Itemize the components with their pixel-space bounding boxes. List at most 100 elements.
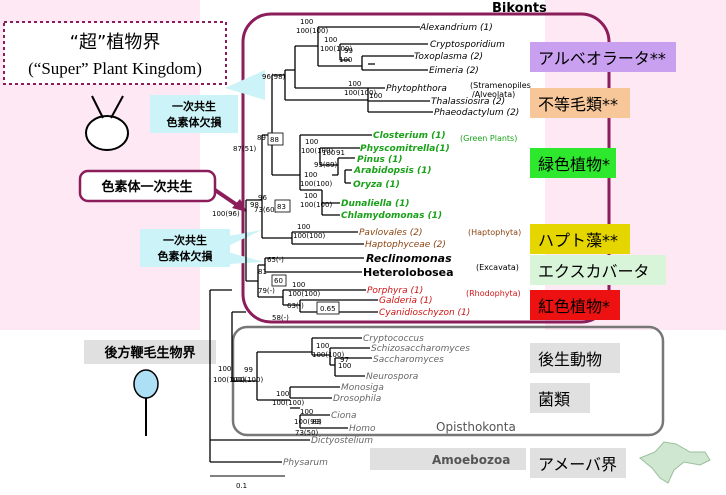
support-value: 93(89) bbox=[314, 161, 338, 169]
support-value: 73(60) bbox=[254, 206, 278, 214]
taxon-cryptosporidium: Cryptosporidium bbox=[430, 40, 505, 50]
amoebozoa-bar bbox=[370, 448, 526, 470]
group-haptophyta-label: ハプト藻** bbox=[538, 231, 618, 250]
support-value: 100(100) bbox=[320, 45, 352, 53]
support-value: 100(96) bbox=[212, 210, 240, 218]
support-value: 63(-) bbox=[287, 302, 304, 310]
taxon-neurospora: Neurospora bbox=[366, 372, 418, 382]
support-value: 81 bbox=[258, 268, 267, 276]
support-value: 100(100) bbox=[312, 351, 344, 359]
callout-loss-1-line1: 一次共生 bbox=[172, 99, 216, 113]
support-value: 100 bbox=[218, 365, 231, 373]
super-kingdom-title-jp: “超”植物界 bbox=[70, 32, 161, 53]
support-values: 100 100(100) 100 100(100) 99 100 96(98) … bbox=[212, 18, 382, 437]
clade-labels: (Stramenopiles /Alveolata) (Green Plants… bbox=[460, 81, 531, 298]
taxon-saccharomyces: Saccharomyces bbox=[373, 355, 444, 365]
plant-cell-icon bbox=[85, 95, 129, 151]
support-value: 100 bbox=[316, 342, 329, 350]
clade-stramenopiles-2: /Alveolata) bbox=[472, 90, 515, 99]
clade-haptophyta: (Haptophyta) bbox=[468, 228, 521, 237]
support-value: 99 bbox=[244, 366, 253, 374]
callout-primary-label: 色素体一次共生 bbox=[101, 179, 192, 195]
callout-loss-2 bbox=[140, 229, 230, 267]
taxon-cyanidioschyzon: Cyanidioschyzon (1) bbox=[379, 308, 470, 318]
support-value: 100(100) bbox=[300, 180, 332, 188]
group-amoebozoa-label: アメーバ界 bbox=[538, 455, 617, 474]
amoebozoa-clade-label: Amoebozoa bbox=[432, 453, 510, 467]
support-value: 98 bbox=[250, 201, 259, 209]
callout-loss-2-line2: 色素体欠損 bbox=[158, 249, 214, 263]
callout-primary-endosymbiosis bbox=[78, 169, 217, 203]
support-value: 100 bbox=[304, 171, 317, 179]
taxon-toxoplasma: Toxoplasma (2) bbox=[414, 52, 483, 62]
support-value: 100 bbox=[339, 56, 352, 64]
support-value: 97 bbox=[340, 356, 349, 364]
support-value: 0.65 bbox=[320, 305, 336, 313]
taxon-phaeodactylum: Phaeodactylum (2) bbox=[434, 108, 519, 118]
support-value: 87(51) bbox=[233, 145, 257, 153]
group-alveolata bbox=[530, 42, 676, 72]
support-value: 65(-) bbox=[267, 256, 284, 264]
taxon-haptophyceae: Haptophyceae (2) bbox=[365, 240, 446, 250]
support-value: 100 bbox=[322, 149, 335, 157]
support-value: 100(100) bbox=[344, 89, 376, 97]
taxon-drosophila: Drosophila bbox=[333, 394, 381, 404]
taxon-alexandrium: Alexandrium (1) bbox=[419, 23, 493, 33]
taxon-galderia: Galderia (1) bbox=[379, 296, 433, 306]
group-stramenopiles-label: 不等毛類** bbox=[538, 95, 618, 114]
taxon-chlamydomonas: Chlamydomonas (1) bbox=[341, 211, 442, 221]
taxon-reclinomonas: Reclinomonas bbox=[366, 252, 452, 265]
support-value: 100 bbox=[297, 223, 310, 231]
callout-arrow-2a bbox=[228, 230, 262, 246]
taxon-oryza: Oryza (1) bbox=[353, 180, 400, 190]
group-fungi bbox=[530, 383, 590, 413]
taxon-physcomitrella: Physcomitrella(1) bbox=[360, 144, 450, 154]
primary-arrow-head bbox=[232, 199, 247, 212]
taxon-physarum: Physarum bbox=[283, 458, 328, 468]
support-value: 100(99) bbox=[294, 418, 322, 426]
support-value: 100 bbox=[292, 281, 305, 289]
clade-rhodophyta: (Rhodophyta) bbox=[466, 289, 521, 298]
group-excavata-label: エクスカバータ bbox=[538, 262, 650, 281]
taxon-eimeria: Eimeria (2) bbox=[429, 66, 479, 76]
support-value: 99 bbox=[344, 47, 353, 55]
clade-stramenopiles-1: (Stramenopiles bbox=[470, 81, 531, 90]
taxon-homo: Homo bbox=[349, 424, 376, 434]
support-value: 100(100) bbox=[300, 201, 332, 209]
support-value: 100(100) bbox=[213, 376, 245, 384]
support-value: 100(100) bbox=[288, 290, 320, 298]
group-metazoa-label: 後生動物 bbox=[538, 350, 602, 369]
support-value: 83 bbox=[277, 203, 286, 211]
taxon-porphyra: Porphyra (1) bbox=[367, 286, 423, 296]
support-value: 83 bbox=[312, 418, 321, 426]
support-value: 100 bbox=[324, 36, 337, 44]
support-value: 100(100) bbox=[231, 376, 263, 384]
taxon-heterolobosea: Heterolobosea bbox=[363, 266, 454, 279]
group-metazoa bbox=[530, 343, 620, 373]
support-value: 100(100) bbox=[293, 232, 325, 240]
support-value: 100 bbox=[305, 138, 318, 146]
taxon-cryptococcus: Cryptococcus bbox=[363, 334, 424, 344]
group-rhodophyta bbox=[530, 290, 620, 320]
tree-branches bbox=[209, 26, 433, 463]
group-green-plants-label: 緑色植物* bbox=[538, 155, 610, 174]
support-value: 91 bbox=[336, 149, 345, 157]
callout-loss-1-line2: 色素体欠損 bbox=[167, 115, 223, 129]
taxon-dunaliella: Dunaliella (1) bbox=[341, 199, 410, 209]
support-value: 100 bbox=[300, 408, 313, 416]
callout-arrow-1 bbox=[225, 70, 265, 100]
support-value: 96 bbox=[258, 194, 267, 202]
support-value: 60 bbox=[274, 277, 283, 285]
support-value: 100(100) bbox=[301, 147, 333, 155]
taxon-pavlovales: Pavlovales (2) bbox=[359, 228, 422, 238]
support-value: 100 bbox=[348, 80, 361, 88]
group-green-plants bbox=[530, 148, 616, 178]
taxon-pinus: Pinus (1) bbox=[357, 155, 402, 165]
support-value: 96(98) bbox=[262, 73, 286, 81]
callout-loss-2-line1: 一次共生 bbox=[163, 233, 207, 247]
group-stramenopiles bbox=[530, 88, 630, 118]
group-rhodophyta-label: 紅色植物* bbox=[538, 297, 610, 316]
amoeba-icon bbox=[639, 441, 711, 484]
opisthokont-label: 後方鞭毛生物界 bbox=[104, 345, 195, 361]
